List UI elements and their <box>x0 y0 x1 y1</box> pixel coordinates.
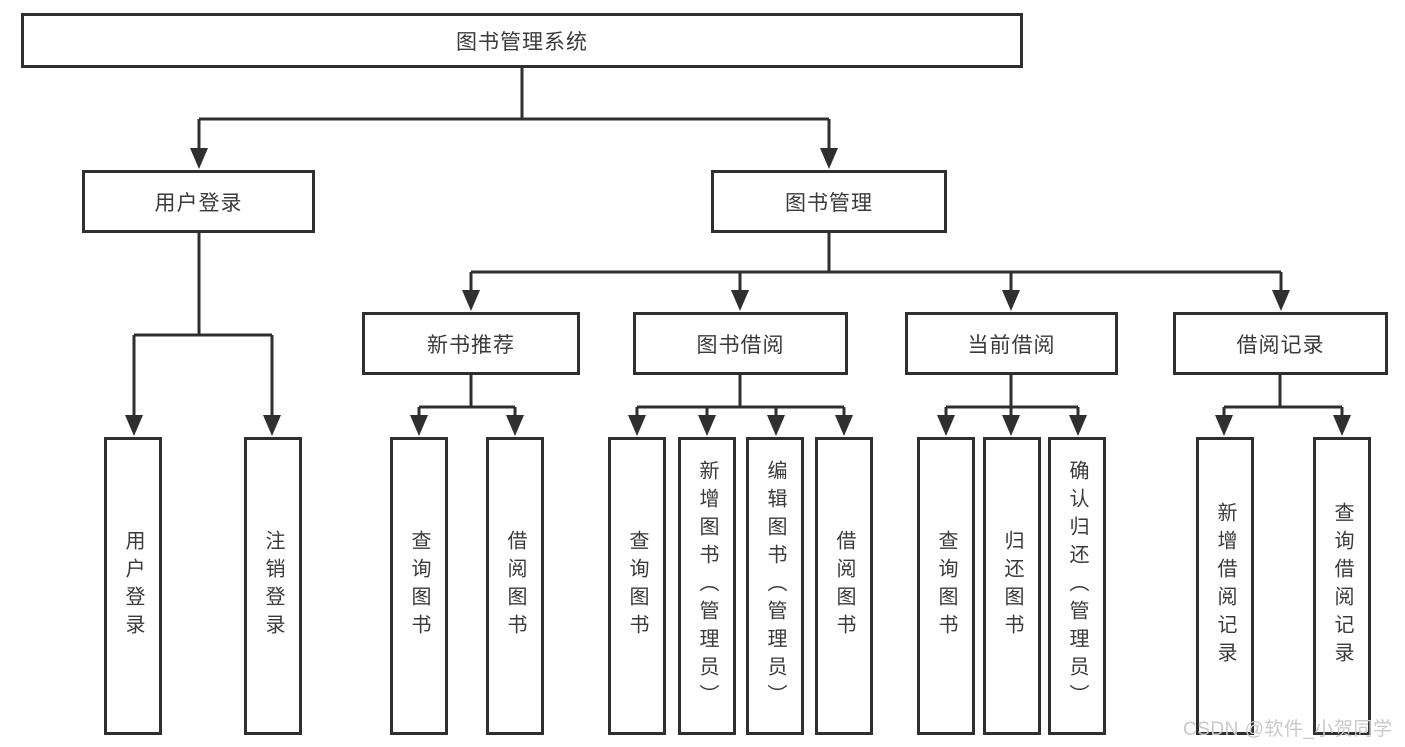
node-label: 用户登录 <box>154 191 243 215</box>
leaf-label: 查询图书 <box>935 530 957 642</box>
csdn-watermark: CSDN @软件_小贺同学 <box>1183 719 1393 740</box>
node-borrow-records: 借阅记录 <box>1173 312 1388 375</box>
leaf-borrow-books: 借阅图书 <box>815 437 873 735</box>
leaf-return-books: 归还图书 <box>983 437 1041 735</box>
leaf-user-login: 用户登录 <box>104 437 162 735</box>
node-label: 图书管理系统 <box>456 30 588 54</box>
node-library-management-system: 图书管理系统 <box>21 13 1023 68</box>
leaf-label: 借阅图书 <box>833 530 855 642</box>
leaf-query-books: 查询图书 <box>390 437 448 735</box>
leaf-confirm-return-admin: 确认归还（管理员） <box>1048 437 1106 735</box>
leaf-borrow-books: 借阅图书 <box>486 437 544 735</box>
leaf-label: 查询图书 <box>408 530 430 642</box>
node-label: 借阅记录 <box>1236 333 1325 357</box>
leaf-label: 编辑图书（管理员） <box>764 460 786 712</box>
leaf-add-books-admin: 新增图书（管理员） <box>678 437 736 735</box>
leaf-label: 查询图书 <box>626 530 648 642</box>
leaf-logout: 注销登录 <box>244 437 302 735</box>
node-label: 图书管理 <box>785 191 873 215</box>
leaf-label: 新增借阅记录 <box>1214 502 1236 670</box>
leaf-label: 查询借阅记录 <box>1331 502 1353 670</box>
node-label: 新书推荐 <box>427 333 515 357</box>
leaf-edit-books-admin: 编辑图书（管理员） <box>746 437 804 735</box>
node-book-management: 图书管理 <box>711 170 947 233</box>
leaf-label: 新增图书（管理员） <box>696 460 718 712</box>
leaf-label: 归还图书 <box>1001 530 1023 642</box>
leaf-query-books: 查询图书 <box>608 437 666 735</box>
leaf-label: 确认归还（管理员） <box>1066 460 1088 712</box>
node-label: 图书借阅 <box>696 333 785 357</box>
node-user-login: 用户登录 <box>82 170 315 233</box>
node-new-book-recommend: 新书推荐 <box>362 312 580 375</box>
leaf-label: 用户登录 <box>122 530 144 642</box>
node-current-borrow: 当前借阅 <box>905 312 1118 375</box>
leaf-add-borrow-record: 新增借阅记录 <box>1196 437 1254 735</box>
leaf-query-borrow-record: 查询借阅记录 <box>1313 437 1371 735</box>
leaf-label: 注销登录 <box>262 530 284 642</box>
node-label: 当前借阅 <box>967 333 1056 357</box>
node-book-borrow: 图书借阅 <box>633 312 848 375</box>
leaf-label: 借阅图书 <box>504 530 526 642</box>
leaf-query-books: 查询图书 <box>917 437 975 735</box>
